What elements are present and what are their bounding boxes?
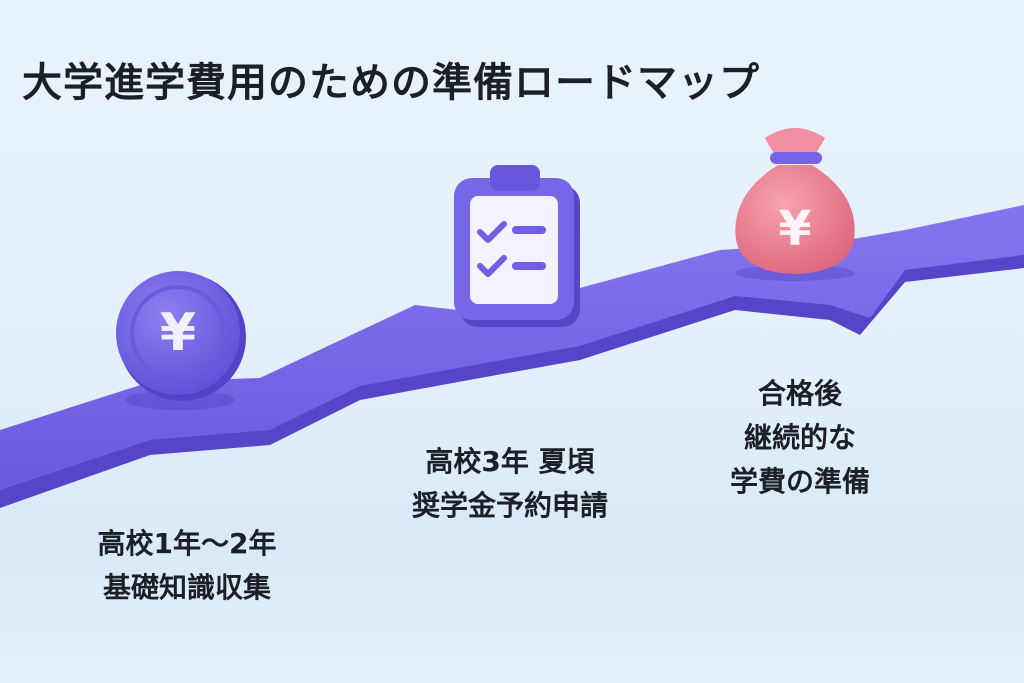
page-title: 大学進学費用のための準備ロードマップ <box>22 60 760 106</box>
roadmap-path <box>0 205 1024 508</box>
step-2-line-2: 奨学金予約申請 <box>411 489 608 522</box>
step-3-line-1: 合格後 <box>757 377 842 410</box>
step-3-caption: 合格後 継続的な 学費の準備 <box>686 372 914 504</box>
money-bag-icon: ¥ <box>735 128 855 281</box>
yen-coin-icon: ¥ <box>116 271 246 410</box>
bag-yen-glyph: ¥ <box>778 201 811 257</box>
step-1-caption: 高校1年～2年 基礎知識収集 <box>52 522 322 610</box>
step-3-line-2: 継続的な <box>743 421 856 454</box>
step-2-caption: 高校3年 夏頃 奨学金予約申請 <box>370 440 650 528</box>
step-2-line-1: 高校3年 夏頃 <box>425 445 595 478</box>
step-1-line-2: 基礎知識収集 <box>102 571 271 604</box>
step-1-line-1: 高校1年～2年 <box>97 527 277 560</box>
step-3-line-3: 学費の準備 <box>729 465 870 498</box>
clipboard-checklist-icon <box>454 165 580 327</box>
coin-yen-glyph: ¥ <box>160 303 196 363</box>
